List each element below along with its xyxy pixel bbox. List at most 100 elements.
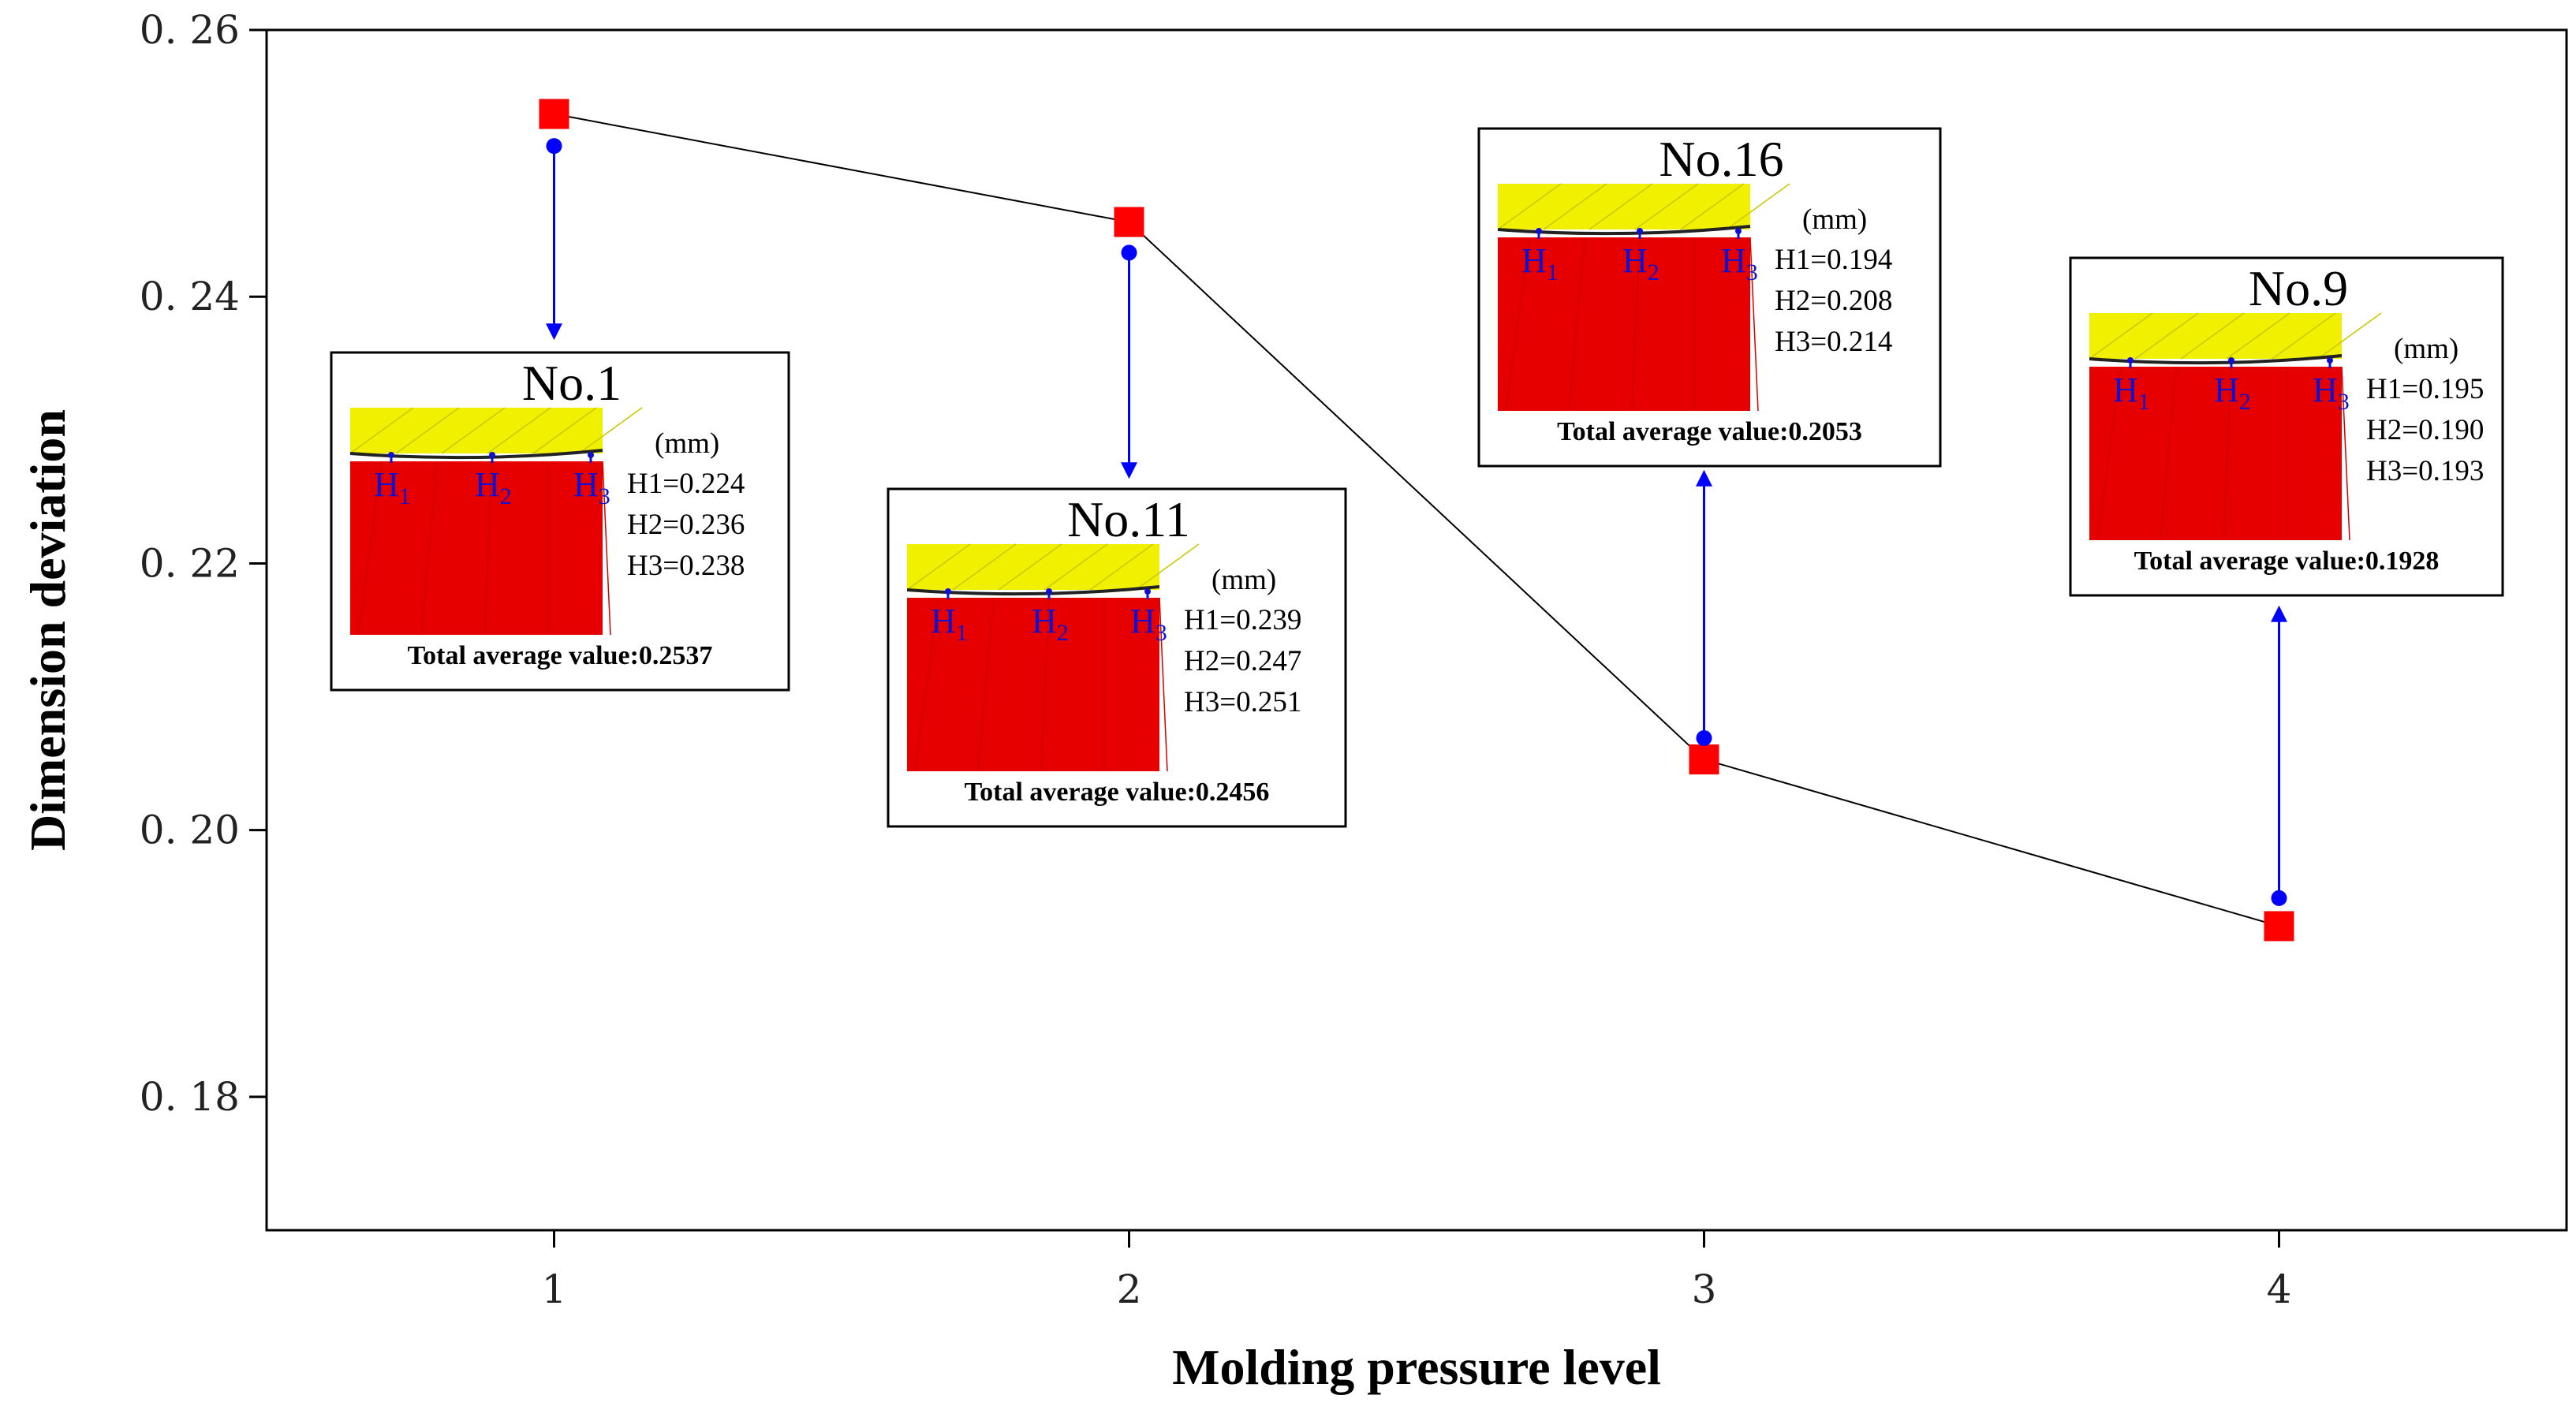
mesh-line xyxy=(906,543,971,591)
series-line xyxy=(554,113,2279,927)
h-label: H1 xyxy=(1521,241,1559,285)
h3-value: H3=0.238 xyxy=(627,550,745,582)
h-subscript: 1 xyxy=(1547,259,1559,285)
h-subscript: 3 xyxy=(599,483,610,509)
blue-circle-marker xyxy=(1696,729,1712,746)
unit-label: (mm) xyxy=(1802,203,1867,236)
gap-curve xyxy=(906,585,1160,596)
h-letter: H xyxy=(374,465,399,504)
h1-value: H1=0.224 xyxy=(627,468,745,500)
h-label: H3 xyxy=(1721,241,1758,285)
mesh-line xyxy=(532,407,597,454)
mesh-line xyxy=(1543,183,1607,230)
h-letter: H xyxy=(1622,241,1648,280)
measure-point xyxy=(945,588,951,595)
h1-value: H1=0.195 xyxy=(2366,373,2484,405)
h-subscript: 2 xyxy=(1648,259,1659,285)
h3-value: H3=0.193 xyxy=(2366,455,2484,487)
arrow-layer xyxy=(546,146,2287,898)
mesh-line xyxy=(2223,366,2232,541)
mesh-line xyxy=(914,597,939,772)
mesh-line xyxy=(952,543,1017,591)
h-subscript: 1 xyxy=(399,483,411,509)
measure-point xyxy=(1536,228,1542,234)
mesh-line xyxy=(441,407,506,454)
mesh-line xyxy=(2180,312,2245,360)
h-label: H2 xyxy=(475,465,512,509)
mesh-line xyxy=(483,461,493,636)
annotation-title: No.1 xyxy=(522,355,622,411)
x-tick-label: 4 xyxy=(2267,1266,2292,1312)
upper-mold xyxy=(2089,313,2342,359)
h-subscript: 3 xyxy=(1746,259,1758,285)
blue-circle-marker xyxy=(1121,244,1137,261)
unit-label: (mm) xyxy=(1211,564,1276,596)
mesh-line xyxy=(578,407,643,454)
h-subscript: 3 xyxy=(2338,389,2350,415)
blue-circle-marker xyxy=(546,138,562,155)
mesh-line xyxy=(977,597,995,772)
h-subscript: 3 xyxy=(1155,620,1167,646)
mesh-line xyxy=(1040,597,1050,772)
h-label: H1 xyxy=(2113,371,2150,415)
h-label: H3 xyxy=(573,465,610,509)
h3-value: H3=0.214 xyxy=(1775,326,1892,358)
mesh-line xyxy=(1089,543,1154,591)
y-tick-label: 0. 22 xyxy=(140,540,240,586)
mesh-line xyxy=(1631,237,1641,412)
lower-part xyxy=(1498,237,1750,411)
x-tick-label: 2 xyxy=(1117,1266,1142,1312)
unit-label: (mm) xyxy=(2394,333,2458,365)
mesh-line xyxy=(998,543,1062,591)
lower-part xyxy=(907,598,1159,771)
h2-value: H2=0.190 xyxy=(2366,414,2484,446)
h-letter: H xyxy=(931,602,956,640)
annotation-title: No.16 xyxy=(1659,131,1783,187)
y-tick-label: 0. 24 xyxy=(140,274,240,319)
measure-point xyxy=(1046,588,1052,595)
h-label: H1 xyxy=(374,465,411,509)
measure-point xyxy=(2228,357,2234,364)
measure-point xyxy=(1735,228,1742,234)
mesh-line xyxy=(349,407,414,454)
y-tick-label: 0. 20 xyxy=(140,808,240,853)
mesh-line xyxy=(1043,543,1108,591)
h2-value: H2=0.208 xyxy=(1775,285,1892,317)
h-subscript: 1 xyxy=(956,620,968,646)
mesh-line xyxy=(2134,312,2199,360)
h-subscript: 2 xyxy=(500,483,512,509)
gap-curve xyxy=(2089,354,2343,365)
mesh-line xyxy=(1135,543,1200,591)
lower-part xyxy=(2089,367,2342,540)
mesh-line xyxy=(2089,312,2153,360)
gap-curve xyxy=(349,449,603,460)
mesh-line xyxy=(487,407,551,454)
x-axis-title: Molding pressure level xyxy=(1172,1339,1661,1395)
mesh-line xyxy=(1159,597,1168,772)
h-letter: H xyxy=(475,465,500,504)
upper-mold xyxy=(350,408,603,453)
measure-point xyxy=(588,452,594,458)
measure-point xyxy=(2327,357,2333,364)
mesh-line xyxy=(1497,183,1562,230)
y-tick-label: 0. 26 xyxy=(140,7,240,53)
h-label: H3 xyxy=(1130,602,1167,646)
h-subscript: 1 xyxy=(2138,389,2150,415)
h-label: H3 xyxy=(2313,371,2350,415)
mesh-line xyxy=(1680,183,1745,230)
total-average: Total average value:0.2456 xyxy=(965,778,1270,807)
mesh-line xyxy=(357,461,383,636)
mesh-line xyxy=(2096,366,2122,541)
measure-point xyxy=(1637,228,1643,234)
annotation-title: No.11 xyxy=(1067,491,1190,547)
h-letter: H xyxy=(1521,241,1547,280)
